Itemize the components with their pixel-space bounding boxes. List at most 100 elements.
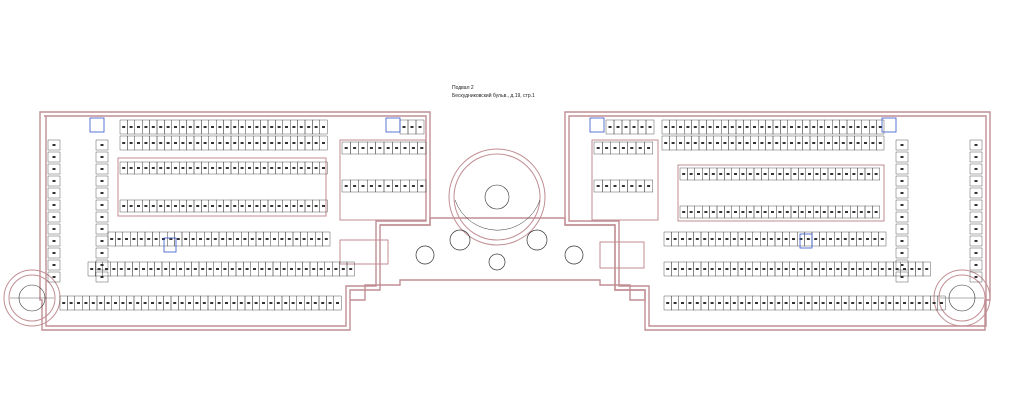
parking-space [95, 163, 109, 175]
space-number-mark [974, 144, 978, 146]
space-number-mark [871, 126, 875, 128]
space-number-mark [819, 142, 823, 144]
space-number-mark [755, 302, 758, 304]
space-number-mark [806, 268, 810, 270]
space-number-mark [100, 144, 104, 146]
space-number-mark [917, 302, 921, 304]
space-number-mark [262, 205, 266, 207]
space-number-mark [277, 126, 281, 128]
space-number-mark [792, 302, 795, 304]
space-number-mark [307, 205, 311, 207]
space-number-mark [260, 268, 264, 270]
parking-space [644, 179, 654, 193]
space-number-mark [151, 142, 155, 144]
space-number-mark [689, 173, 693, 175]
inner-blocks [117, 139, 885, 269]
space-number-mark [767, 126, 771, 128]
parking-space [895, 247, 909, 259]
space-number-mark [903, 302, 906, 304]
space-number-mark [695, 238, 699, 240]
space-number-mark [312, 268, 316, 270]
space-number-mark [139, 238, 143, 240]
space-number-mark [258, 238, 262, 240]
space-number-mark [181, 167, 185, 169]
space-number-mark [632, 126, 636, 128]
space-number-mark [621, 147, 625, 149]
space-number-mark [856, 142, 860, 144]
space-number-mark [250, 238, 254, 240]
parking-space [969, 199, 983, 211]
space-number-mark [858, 238, 862, 240]
space-number-mark [211, 205, 214, 207]
space-number-mark [647, 185, 651, 187]
space-number-mark [769, 302, 773, 304]
space-number-mark [782, 126, 786, 128]
space-number-mark [830, 211, 834, 213]
space-number-mark [851, 268, 855, 270]
space-number-mark [671, 126, 675, 128]
space-number-mark [858, 302, 862, 304]
space-number-mark [843, 302, 847, 304]
space-number-mark [738, 126, 742, 128]
space-number-mark [240, 126, 244, 128]
space-number-mark [211, 126, 214, 128]
space-number-mark [711, 173, 715, 175]
space-number-mark [287, 238, 291, 240]
space-number-mark [218, 126, 222, 128]
parking-space [895, 151, 909, 163]
space-number-mark [900, 204, 904, 206]
space-number-mark [880, 238, 884, 240]
parking-space [969, 235, 983, 247]
space-number-mark [821, 238, 825, 240]
space-number-mark [144, 167, 148, 169]
space-number-mark [91, 302, 95, 304]
space-number-mark [378, 147, 382, 149]
space-number-mark [974, 192, 978, 194]
space-number-mark [349, 268, 353, 270]
space-number-mark [322, 205, 325, 207]
space-number-mark [125, 238, 128, 240]
space-number-mark [159, 205, 163, 207]
space-number-mark [100, 276, 104, 278]
space-number-mark [900, 264, 904, 266]
parking-space [895, 211, 909, 223]
space-number-mark [648, 126, 652, 128]
space-number-mark [166, 205, 170, 207]
space-number-mark [880, 268, 884, 270]
space-number-mark [179, 268, 182, 270]
space-number-mark [734, 211, 737, 213]
space-number-mark [910, 268, 914, 270]
space-number-mark [276, 302, 280, 304]
space-number-mark [873, 268, 877, 270]
space-number-mark [314, 142, 318, 144]
space-number-mark [255, 205, 259, 207]
space-number-mark [136, 302, 140, 304]
space-number-mark [866, 302, 869, 304]
space-number-mark [299, 302, 302, 304]
space-number-mark [147, 238, 151, 240]
space-number-mark [142, 268, 145, 270]
parking-space [417, 141, 427, 155]
space-number-mark [718, 268, 721, 270]
space-number-mark [213, 238, 217, 240]
space-number-mark [280, 238, 284, 240]
space-number-mark [747, 302, 751, 304]
space-number-mark [247, 302, 251, 304]
space-number-mark [723, 126, 727, 128]
space-number-mark [100, 192, 104, 194]
space-number-mark [240, 205, 244, 207]
parking-space [895, 259, 909, 271]
space-number-mark [974, 156, 978, 158]
space-number-mark [228, 238, 232, 240]
space-number-mark [353, 147, 357, 149]
space-number-mark [808, 173, 811, 175]
space-number-mark [166, 126, 170, 128]
space-number-mark [159, 142, 163, 144]
space-number-mark [100, 180, 104, 182]
space-number-mark [640, 126, 644, 128]
space-number-mark [673, 238, 677, 240]
space-number-mark [344, 185, 348, 187]
space-number-mark [711, 211, 715, 213]
space-number-mark [52, 180, 56, 182]
space-number-mark [851, 302, 855, 304]
